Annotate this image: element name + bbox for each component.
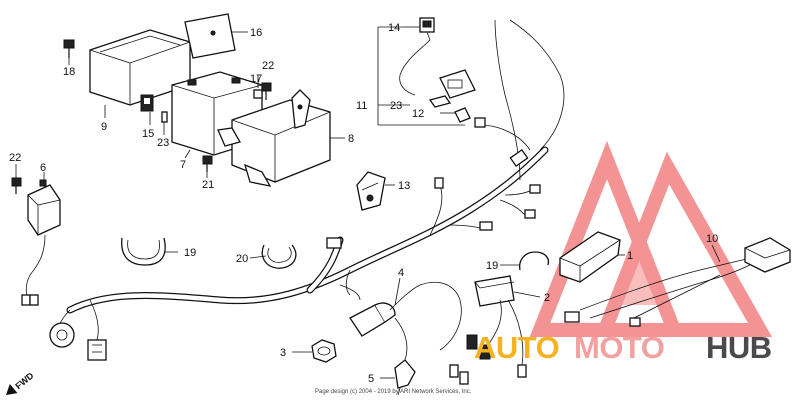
watermark-hub: HUB bbox=[706, 330, 772, 365]
bolt-18[interactable] bbox=[63, 39, 75, 58]
regulator-6[interactable] bbox=[21, 179, 61, 306]
arrow-left-icon bbox=[6, 383, 18, 395]
nut-3[interactable] bbox=[311, 339, 337, 363]
callout-21: 21 bbox=[202, 179, 214, 191]
band-clamp-20[interactable] bbox=[261, 244, 297, 269]
fuse-holder[interactable] bbox=[140, 94, 154, 112]
bolt-21[interactable] bbox=[202, 155, 213, 172]
band-clamp-19a[interactable] bbox=[121, 237, 166, 266]
bolt-22b[interactable] bbox=[11, 177, 22, 194]
callout-23a: 23 bbox=[157, 137, 169, 149]
callout-19a: 19 bbox=[184, 247, 196, 259]
callout-labels: 16 18 9 22 17 15 23 7 21 8 14 11 23 12 1… bbox=[9, 22, 718, 385]
fwd-arrow: FWD bbox=[6, 370, 36, 395]
watermark-text: AUTO MOTO HUB bbox=[474, 330, 772, 365]
rubber-sheet[interactable] bbox=[184, 13, 236, 59]
callout-16: 16 bbox=[250, 27, 262, 39]
callout-9: 9 bbox=[101, 121, 107, 133]
main-wire-harness bbox=[49, 19, 565, 361]
fuse-23a[interactable] bbox=[161, 111, 168, 123]
callout-18: 18 bbox=[63, 66, 75, 78]
battery-box-cover[interactable] bbox=[89, 29, 191, 106]
leader-lines bbox=[15, 26, 721, 379]
callout-15: 15 bbox=[142, 128, 154, 140]
callout-20: 20 bbox=[236, 253, 248, 265]
terminal-17[interactable] bbox=[253, 89, 263, 99]
callout-19b: 19 bbox=[486, 260, 498, 272]
watermark-moto: MOTO bbox=[574, 330, 664, 365]
callout-4: 4 bbox=[398, 267, 404, 279]
callout-2: 2 bbox=[544, 292, 550, 304]
callout-1: 1 bbox=[627, 250, 633, 262]
callout-7: 7 bbox=[180, 159, 186, 171]
callout-23b: 23 bbox=[390, 100, 402, 112]
callout-13: 13 bbox=[398, 180, 410, 192]
watermark-logo-icon bbox=[529, 140, 773, 337]
callout-22a: 22 bbox=[262, 60, 274, 72]
copyright-text: Page design (c) 2004 - 2019 by ARI Netwo… bbox=[315, 389, 472, 395]
callout-22b: 22 bbox=[9, 152, 21, 164]
cdi-bracket-2[interactable] bbox=[449, 275, 527, 385]
callout-3: 3 bbox=[280, 347, 286, 359]
callout-10: 10 bbox=[706, 233, 718, 245]
watermark-auto: AUTO bbox=[474, 330, 559, 365]
connector-14[interactable] bbox=[419, 17, 435, 41]
callout-14: 14 bbox=[388, 22, 400, 34]
callout-6: 6 bbox=[40, 162, 46, 174]
ignition-coil-4[interactable] bbox=[349, 281, 462, 361]
sub-harness-10[interactable] bbox=[564, 237, 791, 327]
callout-12: 12 bbox=[412, 108, 424, 120]
callout-11: 11 bbox=[356, 100, 367, 112]
fwd-label: FWD bbox=[13, 370, 36, 391]
callout-17: 17 bbox=[250, 73, 262, 85]
callout-8: 8 bbox=[348, 133, 354, 145]
callout-5: 5 bbox=[368, 373, 374, 385]
fuse-box-11[interactable] bbox=[399, 39, 476, 123]
bolt-22a[interactable] bbox=[261, 82, 272, 100]
relay-cover-13[interactable] bbox=[356, 171, 386, 211]
plug-cap-5[interactable] bbox=[394, 359, 416, 396]
band-clamp-19b[interactable] bbox=[519, 251, 550, 271]
battery-case[interactable] bbox=[217, 89, 331, 187]
